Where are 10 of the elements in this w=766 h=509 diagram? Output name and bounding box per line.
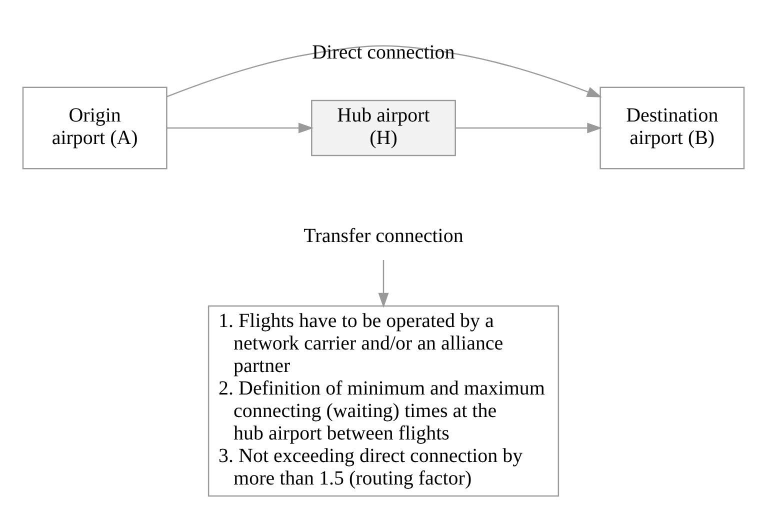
- arrow: [166, 45, 602, 98]
- node-box: 1. Flights have to be operated by a network carrier and/or an alliance partner 2. Definition of minimum and maximum connecting (waiting) times at the hub airport between flights 3. Not exceeding direct connection by more than 1.5 (routing factor): [207, 305, 559, 497]
- node-box: Destination airport (B): [599, 86, 744, 170]
- node-box: Hub airport (H): [310, 100, 456, 156]
- node-box: Origin airport (A): [22, 86, 167, 170]
- arrow: [166, 122, 314, 134]
- node-text: Transfer connection: [303, 225, 463, 248]
- edge-label: Direct connection: [312, 41, 454, 64]
- arrow: [455, 122, 602, 134]
- arrow: [378, 260, 388, 308]
